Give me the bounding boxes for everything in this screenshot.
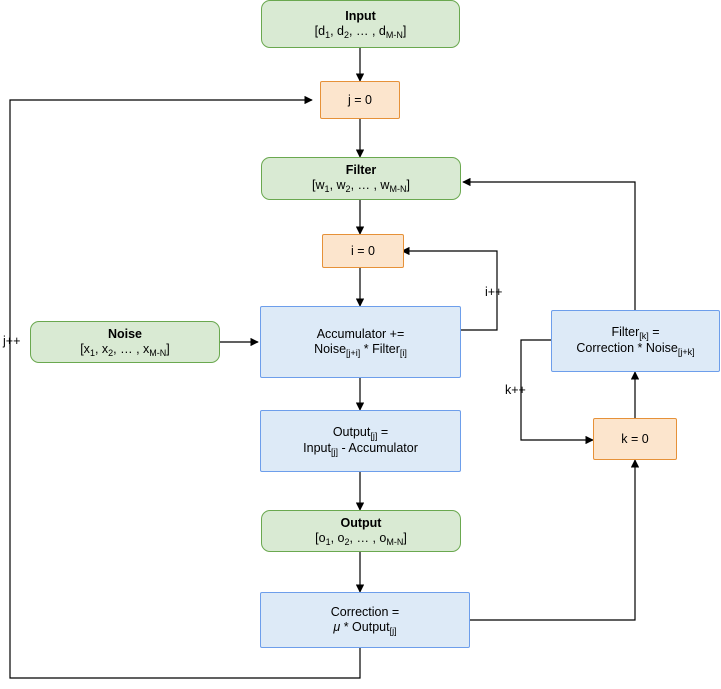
node-j-init-label: j = 0	[348, 92, 372, 107]
node-correction-line2: μ * Output[j]	[333, 619, 397, 636]
node-accumulator-line2: Noise[j+i] * Filter[i]	[314, 341, 407, 358]
node-output-calc-line1: Output[j] =	[332, 425, 389, 441]
node-noise-values: [x1, x2, … , xM-N]	[80, 341, 170, 358]
node-input-title: Input	[345, 8, 376, 23]
node-k-init-label: k = 0	[621, 431, 649, 446]
edge-label-k-increment: k++	[505, 383, 526, 397]
node-output-calc-line2: Input[j] - Accumulator	[303, 441, 418, 457]
node-filter-update-line1: Filter[k] =	[611, 325, 660, 341]
edge-label-j-increment: j++	[3, 334, 21, 348]
edge-label-i-increment: i++	[485, 285, 503, 299]
edge-correction-to-k-init	[470, 459, 640, 621]
node-filter-values: [w1, w2, … , wM-N]	[312, 178, 410, 194]
node-accumulator[interactable]: Accumulator += Noise[j+i] * Filter[i]	[260, 306, 461, 378]
node-output-title: Output	[340, 515, 382, 530]
node-input[interactable]: Input [d1, d2, … , dM-N]	[261, 0, 460, 48]
node-correction-line1: Correction =	[330, 604, 400, 619]
node-noise-title: Noise	[107, 326, 143, 341]
node-filter-update-line2: Correction * Noise[j+k]	[576, 341, 695, 357]
node-accumulator-line1: Accumulator +=	[316, 326, 405, 341]
node-j-init[interactable]: j = 0	[320, 81, 400, 119]
node-filter-title: Filter	[345, 163, 377, 177]
node-input-values: [d1, d2, … , dM-N]	[314, 23, 407, 40]
node-correction[interactable]: Correction = μ * Output[j]	[260, 592, 470, 648]
node-output-values: [o1, o2, … , oM-N]	[315, 530, 407, 547]
node-i-init[interactable]: i = 0	[322, 234, 404, 268]
node-filter-update[interactable]: Filter[k] = Correction * Noise[j+k]	[551, 310, 720, 372]
node-k-init[interactable]: k = 0	[593, 418, 677, 460]
node-i-init-label: i = 0	[351, 243, 375, 258]
node-output-calc[interactable]: Output[j] = Input[j] - Accumulator	[260, 410, 461, 472]
node-noise[interactable]: Noise [x1, x2, … , xM-N]	[30, 321, 220, 363]
node-filter[interactable]: Filter [w1, w2, … , wM-N]	[261, 157, 461, 200]
node-output[interactable]: Output [o1, o2, … , oM-N]	[261, 510, 461, 552]
